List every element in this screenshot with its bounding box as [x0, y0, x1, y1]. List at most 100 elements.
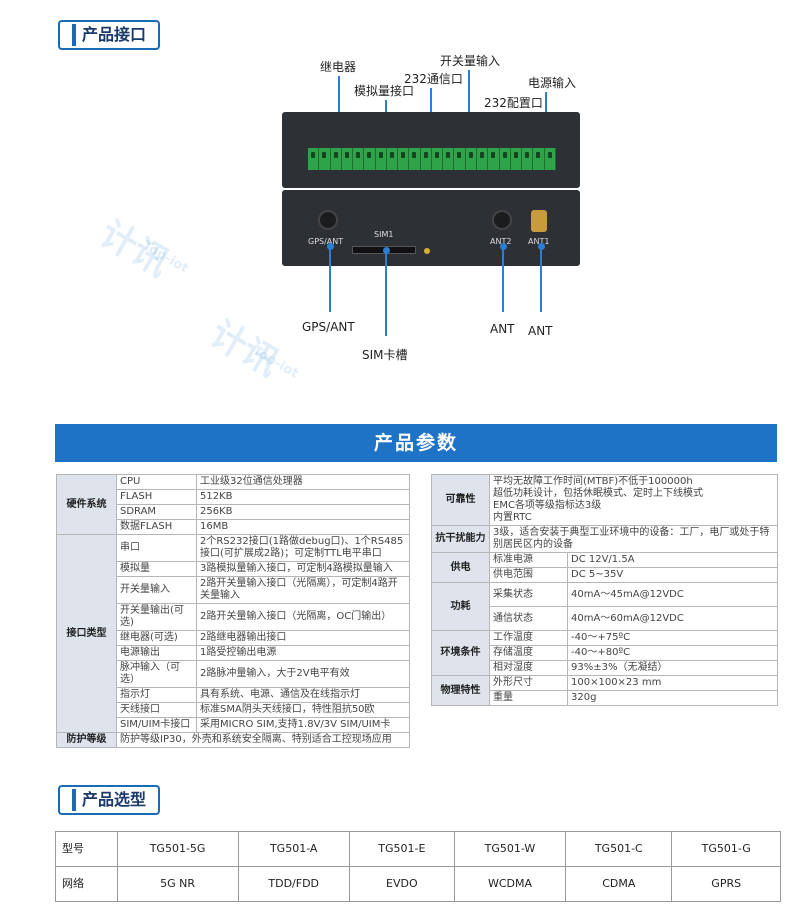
spec-value: DC 12V/1.5A — [567, 552, 778, 568]
label-sim: SIM1 — [374, 230, 394, 239]
ant2-port — [492, 210, 512, 230]
model-cell: TG501-E — [348, 831, 455, 867]
spec-value: 工业级32位通信处理器 — [196, 474, 410, 490]
reliability-line: EMC各项等级指标达3级 — [493, 500, 602, 511]
label-ant1: ANT1 — [528, 237, 550, 246]
header-bar — [72, 789, 76, 811]
spec-key: 天线接口 — [116, 702, 197, 718]
network-cell: CDMA — [565, 866, 673, 902]
spec-key: 电源输出 — [116, 645, 197, 661]
watermark: 计讯 — [92, 213, 176, 285]
reliability-line: 超低功耗设计，包括休眠模式、定时上下线模式 — [493, 488, 703, 499]
watermark: 计讯 — [202, 313, 286, 385]
network-cell: WCDMA — [453, 866, 567, 902]
spec-key: SDRAM — [116, 504, 197, 520]
spec-key: 存储温度 — [489, 645, 568, 661]
ant1-connector — [531, 210, 547, 232]
spec-key: 相对湿度 — [489, 660, 568, 676]
model-cell: TG501-W — [453, 831, 567, 867]
header-bracket-left — [58, 20, 68, 50]
table-row: 网络 5G NR TDD/FDD EVDO WCDMA CDMA GPRS — [55, 866, 781, 902]
header-bracket-right — [150, 785, 161, 815]
callout-232-config: 232配置口 — [484, 96, 543, 110]
reliability-lines: 平均无故障工作时间(MTBF)不低于100000h 超低功耗设计，包括休眠模式、… — [489, 474, 778, 526]
label-gps: GPS/ANT — [308, 237, 344, 246]
callout-relay: 继电器 — [320, 60, 357, 74]
spec-key: 脉冲输入（可选） — [116, 660, 197, 688]
header-bar — [72, 24, 76, 46]
callout-analog: 模拟量接口 — [354, 84, 415, 98]
spec-table-right: 可靠性 平均无故障工作时间(MTBF)不低于100000h 超低功耗设计，包括休… — [431, 474, 778, 706]
spec-key: 通信状态 — [489, 606, 568, 631]
params-banner: 产品参数 — [55, 424, 777, 462]
network-cell: GPRS — [671, 866, 781, 902]
model-cell: TG501-C — [565, 831, 673, 867]
spec-key: FLASH — [116, 489, 197, 505]
row-label-network: 网络 — [55, 866, 118, 902]
cat-reliability: 可靠性 — [431, 474, 490, 526]
spec-key: 指示灯 — [116, 687, 197, 703]
spec-value: 1路受控输出电源 — [196, 645, 410, 661]
callout-power-input: 电源输入 — [528, 76, 577, 90]
network-cell: TDD/FDD — [237, 866, 350, 902]
gps-port — [318, 210, 338, 230]
spec-value: 标准SMA阴头天线接口，特性阻抗50欧 — [196, 702, 410, 718]
model-cell: TG501-G — [671, 831, 781, 867]
spec-key: SIM/UIM卡接口 — [116, 717, 197, 733]
spec-value: 16MB — [196, 519, 410, 535]
spec-key: 串口 — [116, 534, 197, 562]
spec-value: 2路开关量输入接口（光隔离），可定制4路开关量输入 — [196, 576, 410, 604]
cat-consumption: 功耗 — [431, 582, 490, 631]
cat-anti-interference: 抗干扰能力 — [431, 525, 490, 553]
spec-value: 320g — [567, 690, 778, 706]
spec-value: 采用MICRO SIM,支持1.8V/3V SIM/UIM卡 — [196, 717, 410, 733]
label-ant2: ANT2 — [490, 237, 512, 246]
spec-value: -40～+80ºC — [567, 645, 778, 661]
spec-key: 继电器(可选) — [116, 630, 197, 646]
device-front-view: GPS/ANT SIM1 ANT2 ANT1 — [282, 190, 580, 266]
header-bracket-left — [58, 785, 68, 815]
spec-key: 采集状态 — [489, 582, 568, 607]
spec-key: 模拟量 — [116, 561, 197, 577]
header-bracket-right — [150, 20, 161, 50]
spec-value: DC 5~35V — [567, 567, 778, 583]
callout-sim-slot: SIM卡槽 — [362, 348, 408, 362]
section-header-model: 产品选型 — [58, 785, 161, 815]
spec-value: 防护等级IP30，外壳和系统安全隔离、特别适合工控现场应用 — [116, 732, 410, 748]
spec-value: 2路脉冲量输入，大于2V电平有效 — [196, 660, 410, 688]
spec-value: 256KB — [196, 504, 410, 520]
cat-hardware: 硬件系统 — [56, 474, 117, 535]
spec-value: 2路开关量输入接口（光隔离，OC门输出） — [196, 603, 410, 631]
cat-interface: 接口类型 — [56, 534, 117, 733]
spec-key: 数据FLASH — [116, 519, 197, 535]
spec-value: 2路继电器输出接口 — [196, 630, 410, 646]
cat-environment: 环境条件 — [431, 630, 490, 676]
spec-value: 40mA～45mA@12VDC — [567, 582, 778, 607]
callout-ant-left: ANT — [490, 322, 515, 336]
spec-value: 2个RS232接口(1路做debug口)、1个RS485接口(可扩展成2路)；可… — [196, 534, 410, 562]
section-header-interface: 产品接口 — [58, 20, 161, 50]
network-cell: EVDO — [348, 866, 455, 902]
pin-labels — [308, 126, 556, 144]
spec-key: 开关量输出(可选) — [116, 603, 197, 631]
led-indicator — [424, 248, 430, 254]
spec-value: 具有系统、电源、通信及在线指示灯 — [196, 687, 410, 703]
spec-value: 100×100×23 mm — [567, 675, 778, 691]
section-title-model: 产品选型 — [82, 790, 147, 809]
section-title-interface: 产品接口 — [82, 25, 147, 44]
spec-key: 开关量输入 — [116, 576, 197, 604]
callout-232-comm: 232通信口 — [404, 72, 463, 86]
model-selection-table: 型号 TG501-5G TG501-A TG501-E TG501-W TG50… — [55, 831, 781, 902]
table-row: 型号 TG501-5G TG501-A TG501-E TG501-W TG50… — [55, 831, 781, 867]
spec-value: 3路模拟量输入接口，可定制4路模拟量输入 — [196, 561, 410, 577]
spec-key: CPU — [116, 474, 197, 490]
network-cell: 5G NR — [116, 866, 239, 902]
cat-power: 供电 — [431, 552, 490, 583]
spec-value: 93%±3%（无凝结） — [567, 660, 778, 676]
spec-value: 40mA～60mA@12VDC — [567, 606, 778, 631]
spec-key: 工作温度 — [489, 630, 568, 646]
callout-ant-right: ANT — [528, 324, 553, 338]
row-label-model: 型号 — [55, 831, 118, 867]
model-cell: TG501-A — [237, 831, 350, 867]
